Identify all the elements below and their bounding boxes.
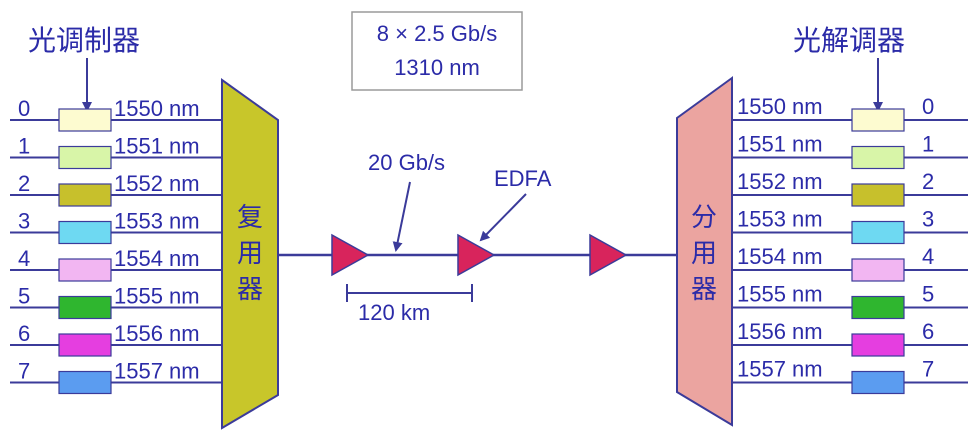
right-demodulator-1: [851, 145, 905, 170]
left-wavelength-label-1: 1551 nm: [114, 134, 200, 159]
left-wavelength-label-5: 1555 nm: [114, 284, 200, 309]
modulator-title: 光调制器: [28, 24, 140, 57]
right-demodulator-6: [851, 333, 905, 357]
demux-label-char-2: 用: [691, 239, 717, 269]
edfa-label: EDFA: [494, 166, 552, 191]
span-label: 120 km: [358, 300, 430, 325]
info-box: [351, 11, 523, 91]
right-wavelength-label-6: 1556 nm: [737, 319, 823, 344]
right-wavelength-label-3: 1553 nm: [737, 207, 823, 232]
left-wavelength-label-6: 1556 nm: [114, 321, 200, 346]
left-channel-index-0: 0: [18, 96, 30, 121]
right-wavelength-label-4: 1554 nm: [737, 244, 823, 269]
left-wavelength-label-3: 1553 nm: [114, 209, 200, 234]
amplifier-3: [589, 233, 628, 277]
left-channel-index-7: 7: [18, 359, 30, 384]
info-box-wavelength: 1310 nm: [394, 55, 480, 80]
left-channel-index-5: 5: [18, 284, 30, 309]
right-channel-index-1: 1: [922, 132, 934, 157]
right-channel-index-2: 2: [922, 169, 934, 194]
right-channel-index-5: 5: [922, 282, 934, 307]
left-channel-index-4: 4: [18, 246, 30, 271]
demodulator-title: 光解调器: [793, 24, 905, 57]
right-channel-index-6: 6: [922, 319, 934, 344]
right-channel-index-0: 0: [922, 94, 934, 119]
left-modulator-2: [58, 183, 112, 207]
amplifier-2: [457, 233, 496, 277]
rate-label: 20 Gb/s: [368, 150, 445, 175]
left-modulator-0: [58, 108, 112, 132]
mux-label-char-2: 用: [237, 239, 263, 269]
demultiplexer-block: [676, 76, 733, 427]
rate-pointer-arrow: [392, 181, 411, 252]
right-demodulator-3: [851, 220, 905, 245]
amplifier-1: [331, 233, 370, 277]
demux-label-char-1: 分: [691, 203, 717, 233]
left-channel-index-1: 1: [18, 134, 30, 159]
right-demodulator-0: [851, 108, 905, 132]
right-channel-index-4: 4: [922, 244, 934, 269]
right-channel-index-7: 7: [922, 357, 934, 382]
left-wavelength-label-0: 1550 nm: [114, 96, 200, 121]
right-wavelength-label-7: 1557 nm: [737, 357, 823, 382]
mux-label-char-3: 器: [237, 275, 263, 305]
right-demodulator-7: [851, 370, 905, 395]
left-modulator-7: [58, 370, 112, 395]
right-demodulator-4: [851, 258, 905, 282]
edfa-pointer-arrow: [479, 193, 527, 242]
left-modulator-1: [58, 145, 112, 170]
right-wavelength-label-5: 1555 nm: [737, 282, 823, 307]
right-demodulator-5: [851, 295, 905, 320]
right-channel-group: 1550 nm 0 1551 nm 1 1552 nm 2 1553 nm 3 1554 nm 4…: [732, 94, 968, 395]
left-wavelength-label-7: 1557 nm: [114, 359, 200, 384]
multiplexer-block: [221, 78, 279, 430]
left-channel-index-6: 6: [18, 321, 30, 346]
right-wavelength-label-0: 1550 nm: [737, 94, 823, 119]
left-wavelength-label-4: 1554 nm: [114, 246, 200, 271]
right-demodulator-2: [851, 183, 905, 207]
left-modulator-4: [58, 258, 112, 282]
right-channel-index-3: 3: [922, 207, 934, 232]
left-modulator-6: [58, 333, 112, 357]
left-channel-index-2: 2: [18, 171, 30, 196]
left-modulator-3: [58, 220, 112, 245]
left-channel-index-3: 3: [18, 209, 30, 234]
right-wavelength-label-2: 1552 nm: [737, 169, 823, 194]
left-modulator-5: [58, 295, 112, 320]
mux-label-char-1: 复: [237, 203, 263, 233]
info-box-rate: 8 × 2.5 Gb/s: [377, 21, 497, 46]
demux-label-char-3: 器: [691, 275, 717, 305]
right-wavelength-label-1: 1551 nm: [737, 132, 823, 157]
left-channel-group: 0 1550 nm 1 1551 nm 2 1552 nm 3 1553 nm 4 1554 nm…: [10, 96, 222, 395]
left-wavelength-label-2: 1552 nm: [114, 171, 200, 196]
